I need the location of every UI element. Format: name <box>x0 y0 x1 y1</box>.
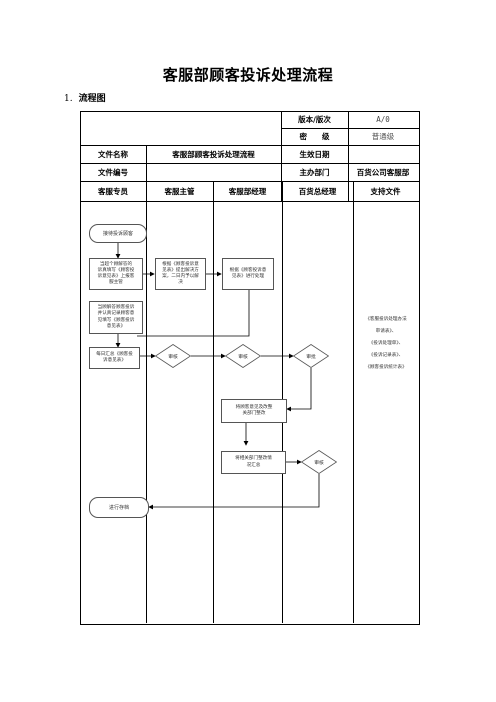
step-rectify-line: 关部门整改 <box>242 411 266 416</box>
decision-label: 审核 <box>314 460 324 466</box>
step-record-line: 当超个顾解答的 <box>99 261 133 267</box>
version-label: 版本/版次 <box>298 115 331 124</box>
step-satisfied-line: 当顾解答顾客投诉 <box>97 305 135 311</box>
version-value: A/0 <box>376 115 390 124</box>
step-satisfied-line: 见填写《顾客投诉 <box>97 317 135 323</box>
step-record-line: 诉真填写《顾客投 <box>97 267 135 273</box>
page-title: 客服部顾客投诉处理流程 <box>162 66 334 84</box>
support-doc: 《投诉记录表》、 <box>368 353 404 358</box>
support-documents-list: 《客服投诉处理办法 审请表》、 《投诉处理单》、 《投诉记录表》、 《顾客投诉统… <box>357 316 415 376</box>
step-archive: 进行存档 <box>89 497 149 518</box>
step-propose-solution: 根据《顾客投诉意见表》提出解决方案，二日内予以解决 <box>155 258 206 290</box>
step-daily-summary: 每日汇总《顾客投诉意见表》 <box>89 347 140 369</box>
support-doc: 《客服投诉处理办法 <box>365 317 407 322</box>
lane-header-gm: 百货总经理 <box>298 186 337 196</box>
step-answer-and-record: 当顾解答顾客投诉并认真记录顾客意见填写《顾客投诉意见表》 <box>89 301 143 334</box>
file-name-value: 客服部顾客投诉处理流程 <box>172 149 255 159</box>
support-doc: 《顾客投诉统计表》 <box>365 365 407 370</box>
step-satisfied-line: 意见表》 <box>106 323 126 329</box>
step-record-line: 诉意见表》上报客 <box>97 274 135 279</box>
step-receive-complaint: 接待投诉顾客 <box>89 224 147 243</box>
step-manager-line: 见表》进行处理 <box>231 274 265 279</box>
owner-dept-value: 百货公司客服部 <box>356 167 410 177</box>
step-record-line: 服主管 <box>109 280 123 286</box>
step-summarize-rectification: 将相关部门整改情况汇总 <box>221 451 286 474</box>
lane-header-manager: 客服部经理 <box>228 186 267 196</box>
step-manager-line: 根据《顾客投诉意 <box>229 267 267 273</box>
flowchart-table <box>80 111 420 625</box>
decision-gm-review: 审核 <box>301 450 337 474</box>
step-handle-line: 决 <box>178 280 183 286</box>
secrecy-label: 密 级 <box>299 132 330 141</box>
decision-manager-review: 审核 <box>225 344 261 368</box>
owner-dept-label: 主办部门 <box>299 167 330 177</box>
step-satisfied-line: 并认真记录顾客意 <box>97 311 135 317</box>
decision-label: 审核 <box>168 354 178 360</box>
decision-label: 审批 <box>306 354 316 360</box>
lane-header-specialist: 客服专员 <box>98 186 128 196</box>
step-record-complaint: 当超个顾解答的诉真填写《顾客投诉意见表》上报客服主管 <box>89 258 143 290</box>
step-handle-line: 案，二日内予以解 <box>162 274 199 279</box>
section-label: 流程图 <box>78 94 106 104</box>
secrecy-value: 普通级 <box>371 132 395 141</box>
file-number-label: 文件编号 <box>98 167 128 177</box>
step-summary-line: 每日汇总《顾客投 <box>96 351 133 357</box>
step-handle-line: 见表》提出解决方 <box>162 267 199 273</box>
step-report-line: 况汇总 <box>246 462 261 468</box>
support-doc: 审请表》、 <box>375 329 397 334</box>
lane-header-support-docs: 支持文件 <box>370 186 401 196</box>
step-forward-for-rectification: 将顾客意见及改整关部门整改 <box>221 399 287 423</box>
step-handle-line: 根据《顾客投诉意 <box>162 261 199 267</box>
section-heading: 1. 流程图 <box>64 91 106 104</box>
decision-gm-approve: 审批 <box>293 344 329 368</box>
lane-header-supervisor: 客服主管 <box>164 186 195 196</box>
section-number: 1. <box>64 94 73 104</box>
effective-date-label: 生效日期 <box>299 149 330 159</box>
decision-supervisor-review: 审核 <box>155 344 191 368</box>
file-name-label: 文件名称 <box>98 149 128 159</box>
step-rectify-line: 将顾客意见及改整 <box>235 404 273 410</box>
step-summary-line: 诉意见表》 <box>103 358 126 363</box>
step-report-line: 将相关部门整改情 <box>235 456 272 462</box>
support-doc: 《投诉处理单》、 <box>368 341 404 346</box>
step-manager-handle: 根据《顾客投诉意见表》进行处理 <box>222 258 274 290</box>
decision-label: 审核 <box>238 354 248 360</box>
